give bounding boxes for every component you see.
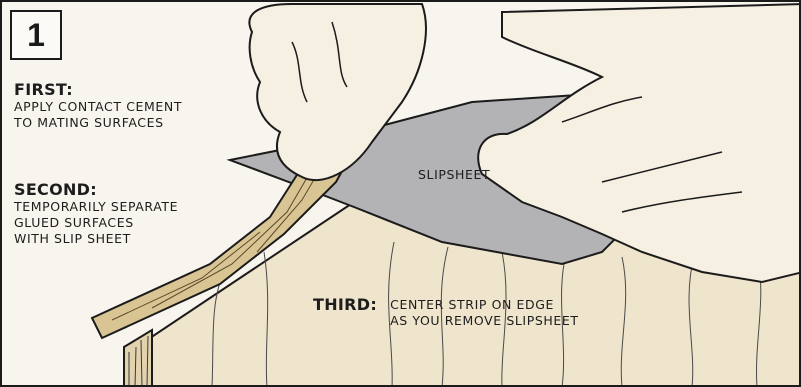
second-line: GLUED SURFACES	[14, 215, 178, 231]
second-note: SECOND: TEMPORARILY SEPARATE GLUED SURFA…	[14, 180, 178, 247]
second-line: TEMPORARILY SEPARATE	[14, 199, 178, 215]
third-heading: THIRD:	[313, 295, 377, 314]
second-line: WITH SLIP SHEET	[14, 231, 178, 247]
step-number: 1	[10, 10, 62, 60]
second-heading: SECOND:	[14, 180, 178, 199]
third-line: CENTER STRIP ON EDGE	[390, 297, 578, 313]
slipsheet-label: SLIPSHEET	[418, 167, 490, 182]
third-note: THIRD: CENTER STRIP ON EDGE AS YOU REMOV…	[313, 295, 579, 329]
first-line: TO MATING SURFACES	[14, 115, 182, 131]
first-note: FIRST: APPLY CONTACT CEMENT TO MATING SU…	[14, 80, 182, 131]
third-line: AS YOU REMOVE SLIPSHEET	[390, 313, 578, 329]
first-line: APPLY CONTACT CEMENT	[14, 99, 182, 115]
first-heading: FIRST:	[14, 80, 182, 99]
